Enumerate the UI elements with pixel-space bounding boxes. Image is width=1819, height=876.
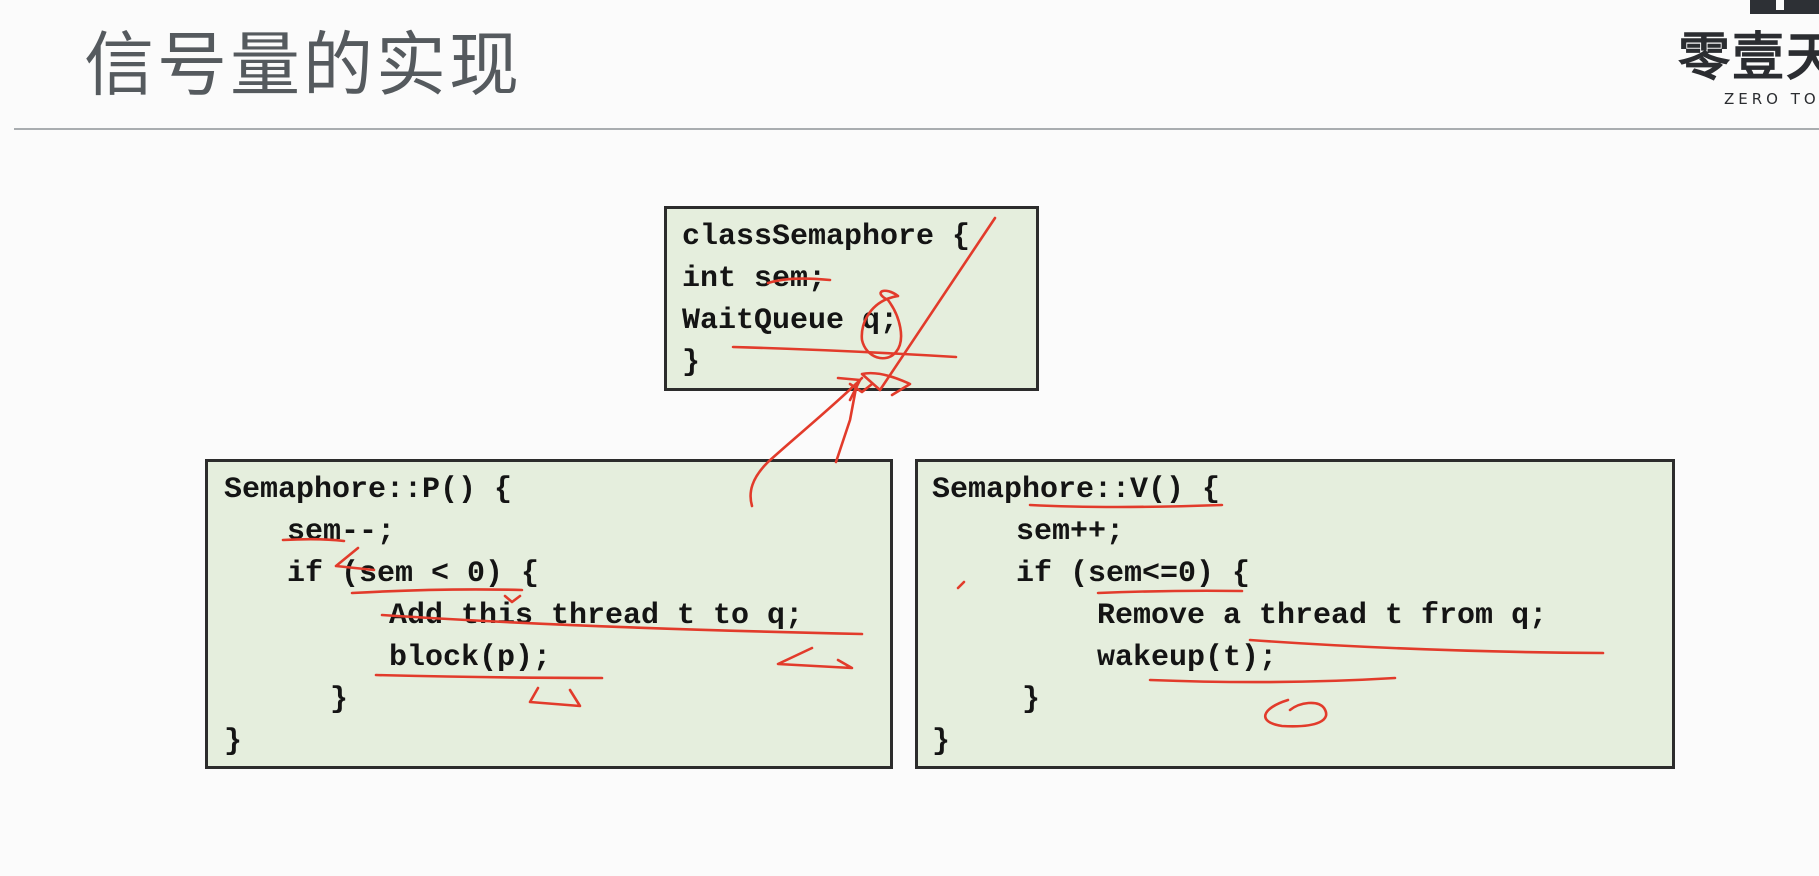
code-line: sem--; <box>287 515 396 549</box>
code-line: } <box>932 725 951 759</box>
logo-mark-bar <box>1750 10 1819 14</box>
slide-title: 信号量的实现 <box>84 24 522 106</box>
code-line: sem++; <box>1016 515 1125 549</box>
code-line: Remove a thread t from q; <box>1097 599 1548 633</box>
logo-name-cn: 零壹天 <box>1678 28 1819 88</box>
code-line: block(p); <box>389 641 552 675</box>
semaphore-p-box: Semaphore::P() { sem--; if (sem < 0) { A… <box>205 459 893 769</box>
code-line: classSemaphore { <box>682 220 971 254</box>
semaphore-class-box: classSemaphore { int sem; WaitQueue q; } <box>664 206 1039 391</box>
code-line: int sem; <box>682 262 827 296</box>
code-line: wakeup(t); <box>1097 641 1278 675</box>
code-line: } <box>682 346 701 380</box>
code-line: WaitQueue q; <box>682 304 899 338</box>
semaphore-v-box: Semaphore::V() { sem++; if (sem<=0) { Re… <box>915 459 1675 769</box>
code-line: if (sem < 0) { <box>287 557 540 591</box>
logo-name-en: ZERO TO <box>1724 90 1819 108</box>
code-line: Semaphore::P() { <box>224 473 513 507</box>
brand-logo: 零壹天 ZERO TO <box>1676 0 1819 112</box>
code-line: if (sem<=0) { <box>1016 557 1251 591</box>
code-line: Add this thread t to q; <box>389 599 804 633</box>
logo-mark-bar <box>1784 0 1819 12</box>
code-line: } <box>224 725 243 759</box>
code-line: Semaphore::V() { <box>932 473 1221 507</box>
logo-mark-bar <box>1750 0 1776 12</box>
code-line: } <box>1022 683 1041 717</box>
title-divider <box>14 128 1819 130</box>
code-line: } <box>330 683 349 717</box>
annotation-stroke <box>834 386 858 464</box>
